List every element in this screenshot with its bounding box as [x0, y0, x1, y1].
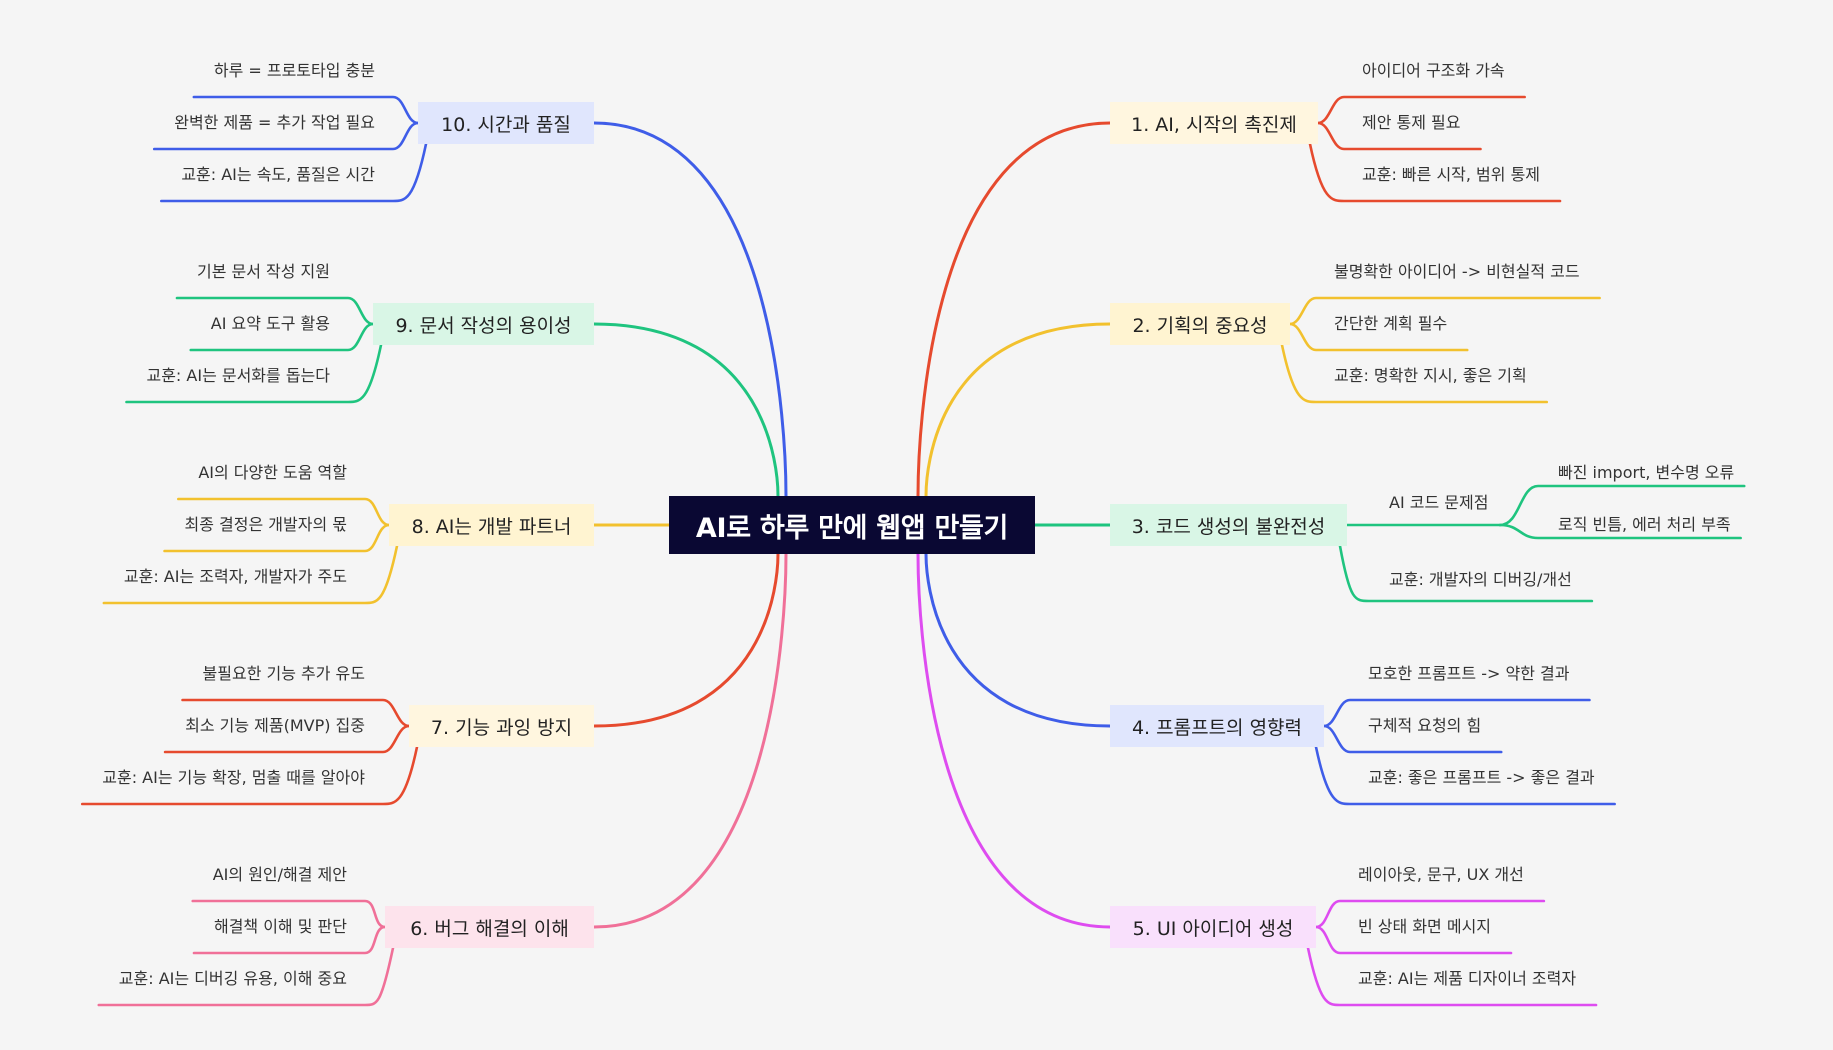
leaf-node[interactable]: 교훈: 개발자의 디버깅/개선: [1389, 570, 1572, 589]
connector: [1314, 925, 1513, 955]
connector: [1314, 745, 1616, 806]
connector: [924, 322, 1112, 498]
leaf-node[interactable]: 제안 통제 필요: [1362, 113, 1461, 132]
leaf-node[interactable]: 구체적 요청의 힘: [1368, 716, 1482, 735]
connector: [192, 925, 387, 955]
leaf-node[interactable]: 완벽한 제품 = 추가 작업 필요: [174, 113, 375, 132]
connector: [1306, 946, 1598, 1007]
leaf-node[interactable]: 해결책 이해 및 판단: [213, 917, 347, 936]
leaf-node[interactable]: 불필요한 기능 추가 유도: [202, 664, 365, 683]
connector: [592, 121, 788, 498]
connector: [1288, 296, 1601, 326]
connector: [1338, 544, 1594, 603]
leaf-node[interactable]: 최종 결정은 개발자의 몫: [184, 515, 347, 534]
connector: [102, 544, 399, 605]
leaf-node[interactable]: 교훈: AI는 디버깅 유용, 이해 중요: [118, 969, 347, 988]
connector: [163, 724, 411, 754]
leaf-node[interactable]: 교훈: AI는 문서화를 돕는다: [146, 366, 330, 385]
connector: [175, 296, 375, 326]
branch-node-4[interactable]: 4. 프롬프트의 영향력: [1110, 705, 1324, 747]
connector: [1280, 343, 1549, 404]
connector: [181, 698, 411, 728]
connector: [592, 552, 788, 929]
connector: [189, 322, 375, 352]
connector: [916, 121, 1112, 498]
connector: [592, 322, 780, 498]
leaf-node[interactable]: AI의 원인/해결 제안: [212, 865, 347, 884]
connector: [191, 899, 387, 929]
branch-node-7[interactable]: 7. 기능 과잉 방지: [409, 705, 594, 747]
leaf-node[interactable]: 아이디어 구조화 가속: [1362, 61, 1505, 80]
connector: [163, 523, 391, 553]
branch-node-2[interactable]: 2. 기획의 중요성: [1110, 303, 1290, 345]
central-topic[interactable]: AI로 하루 만에 웹앱 만들기: [669, 496, 1035, 554]
connector: [1498, 484, 1746, 527]
leaf-node[interactable]: 교훈: AI는 기능 확장, 멈출 때를 알아야: [102, 768, 365, 787]
leaf-node[interactable]: 교훈: 빠른 시작, 범위 통제: [1362, 165, 1541, 184]
connector: [97, 946, 395, 1007]
connector: [1308, 142, 1562, 203]
connector: [1288, 322, 1469, 352]
connector: [1322, 724, 1503, 754]
leaf-node[interactable]: 교훈: 좋은 프롬프트 -> 좋은 결과: [1368, 768, 1595, 787]
leaf-node[interactable]: 최소 기능 제품(MVP) 집중: [185, 716, 365, 735]
connector: [125, 343, 383, 404]
leaf-node[interactable]: 하루 = 프로토타입 충분: [213, 61, 375, 80]
branch-node-5[interactable]: 5. UI 아이디어 생성: [1110, 906, 1316, 948]
leaf-node[interactable]: AI 요약 도구 활용: [210, 314, 330, 333]
branch-node-9[interactable]: 9. 문서 작성의 용이성: [373, 303, 594, 345]
leaf-node[interactable]: AI의 다양한 도움 역할: [198, 463, 347, 482]
branch-node-3[interactable]: 3. 코드 생성의 불완전성: [1110, 504, 1347, 546]
leaf-node[interactable]: 빈 상태 화면 메시지: [1358, 917, 1492, 936]
branch-node-10[interactable]: 10. 시간과 품질: [418, 102, 594, 144]
leaf-node[interactable]: 불명확한 아이디어 -> 비현실적 코드: [1334, 262, 1580, 281]
leaf-node[interactable]: 교훈: AI는 속도, 품질은 시간: [181, 165, 375, 184]
leaf-node[interactable]: 로직 빈틈, 에러 처리 부족: [1558, 515, 1731, 534]
connector: [1316, 95, 1526, 125]
sub-branch-node[interactable]: AI 코드 문제점: [1389, 493, 1489, 512]
connector: [916, 552, 1112, 929]
connector: [1498, 523, 1742, 540]
leaf-node[interactable]: 빠진 import, 변수명 오류: [1558, 463, 1735, 482]
connector: [80, 745, 419, 806]
connector: [192, 95, 420, 125]
connector: [1322, 698, 1591, 728]
leaf-node[interactable]: 교훈: AI는 제품 디자이너 조력자: [1358, 969, 1577, 988]
connector: [152, 121, 420, 151]
leaf-node[interactable]: 교훈: 명확한 지시, 좋은 기획: [1334, 366, 1527, 385]
connector: [177, 497, 391, 527]
branch-node-8[interactable]: 8. AI는 개발 파트너: [389, 504, 594, 546]
leaf-node[interactable]: 레이아웃, 문구, UX 개선: [1358, 865, 1524, 884]
leaf-node[interactable]: 간단한 계획 필수: [1334, 314, 1448, 333]
branch-node-1[interactable]: 1. AI, 시작의 촉진제: [1110, 102, 1318, 144]
connector: [1316, 121, 1482, 151]
leaf-node[interactable]: 교훈: AI는 조력자, 개발자가 주도: [123, 567, 347, 586]
connector: [924, 552, 1112, 728]
leaf-node[interactable]: 모호한 프롬프트 -> 약한 결과: [1368, 664, 1570, 683]
connector: [1314, 899, 1546, 929]
branch-node-6[interactable]: 6. 버그 해결의 이해: [385, 906, 594, 948]
leaf-node[interactable]: 기본 문서 작성 지원: [196, 262, 330, 281]
connector: [592, 552, 780, 728]
connector: [160, 142, 428, 203]
